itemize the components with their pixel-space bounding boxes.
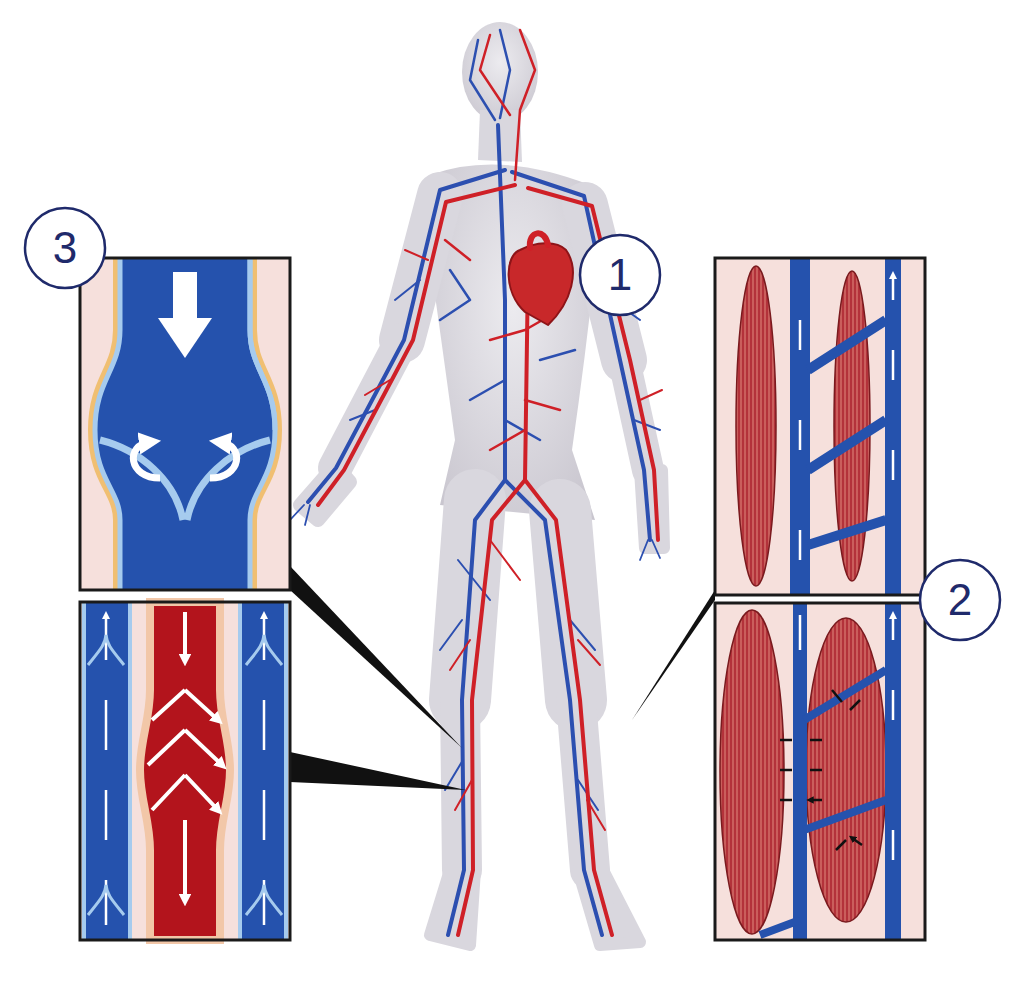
callout-circle: 2: [918, 558, 1002, 642]
callout-circle: 3: [23, 206, 107, 290]
vein-valve-inset: [80, 258, 290, 590]
body-silhouette: [300, 22, 664, 945]
muscle-pump-inset: [715, 258, 925, 940]
blood-vessels: [290, 30, 662, 935]
callout-number: 3: [53, 226, 77, 270]
callout-number: 1: [608, 253, 632, 297]
callout-number: 2: [948, 578, 972, 622]
callout-circle: 1: [578, 233, 662, 317]
heart: [509, 243, 573, 325]
artery-vein-inset: [80, 602, 290, 940]
